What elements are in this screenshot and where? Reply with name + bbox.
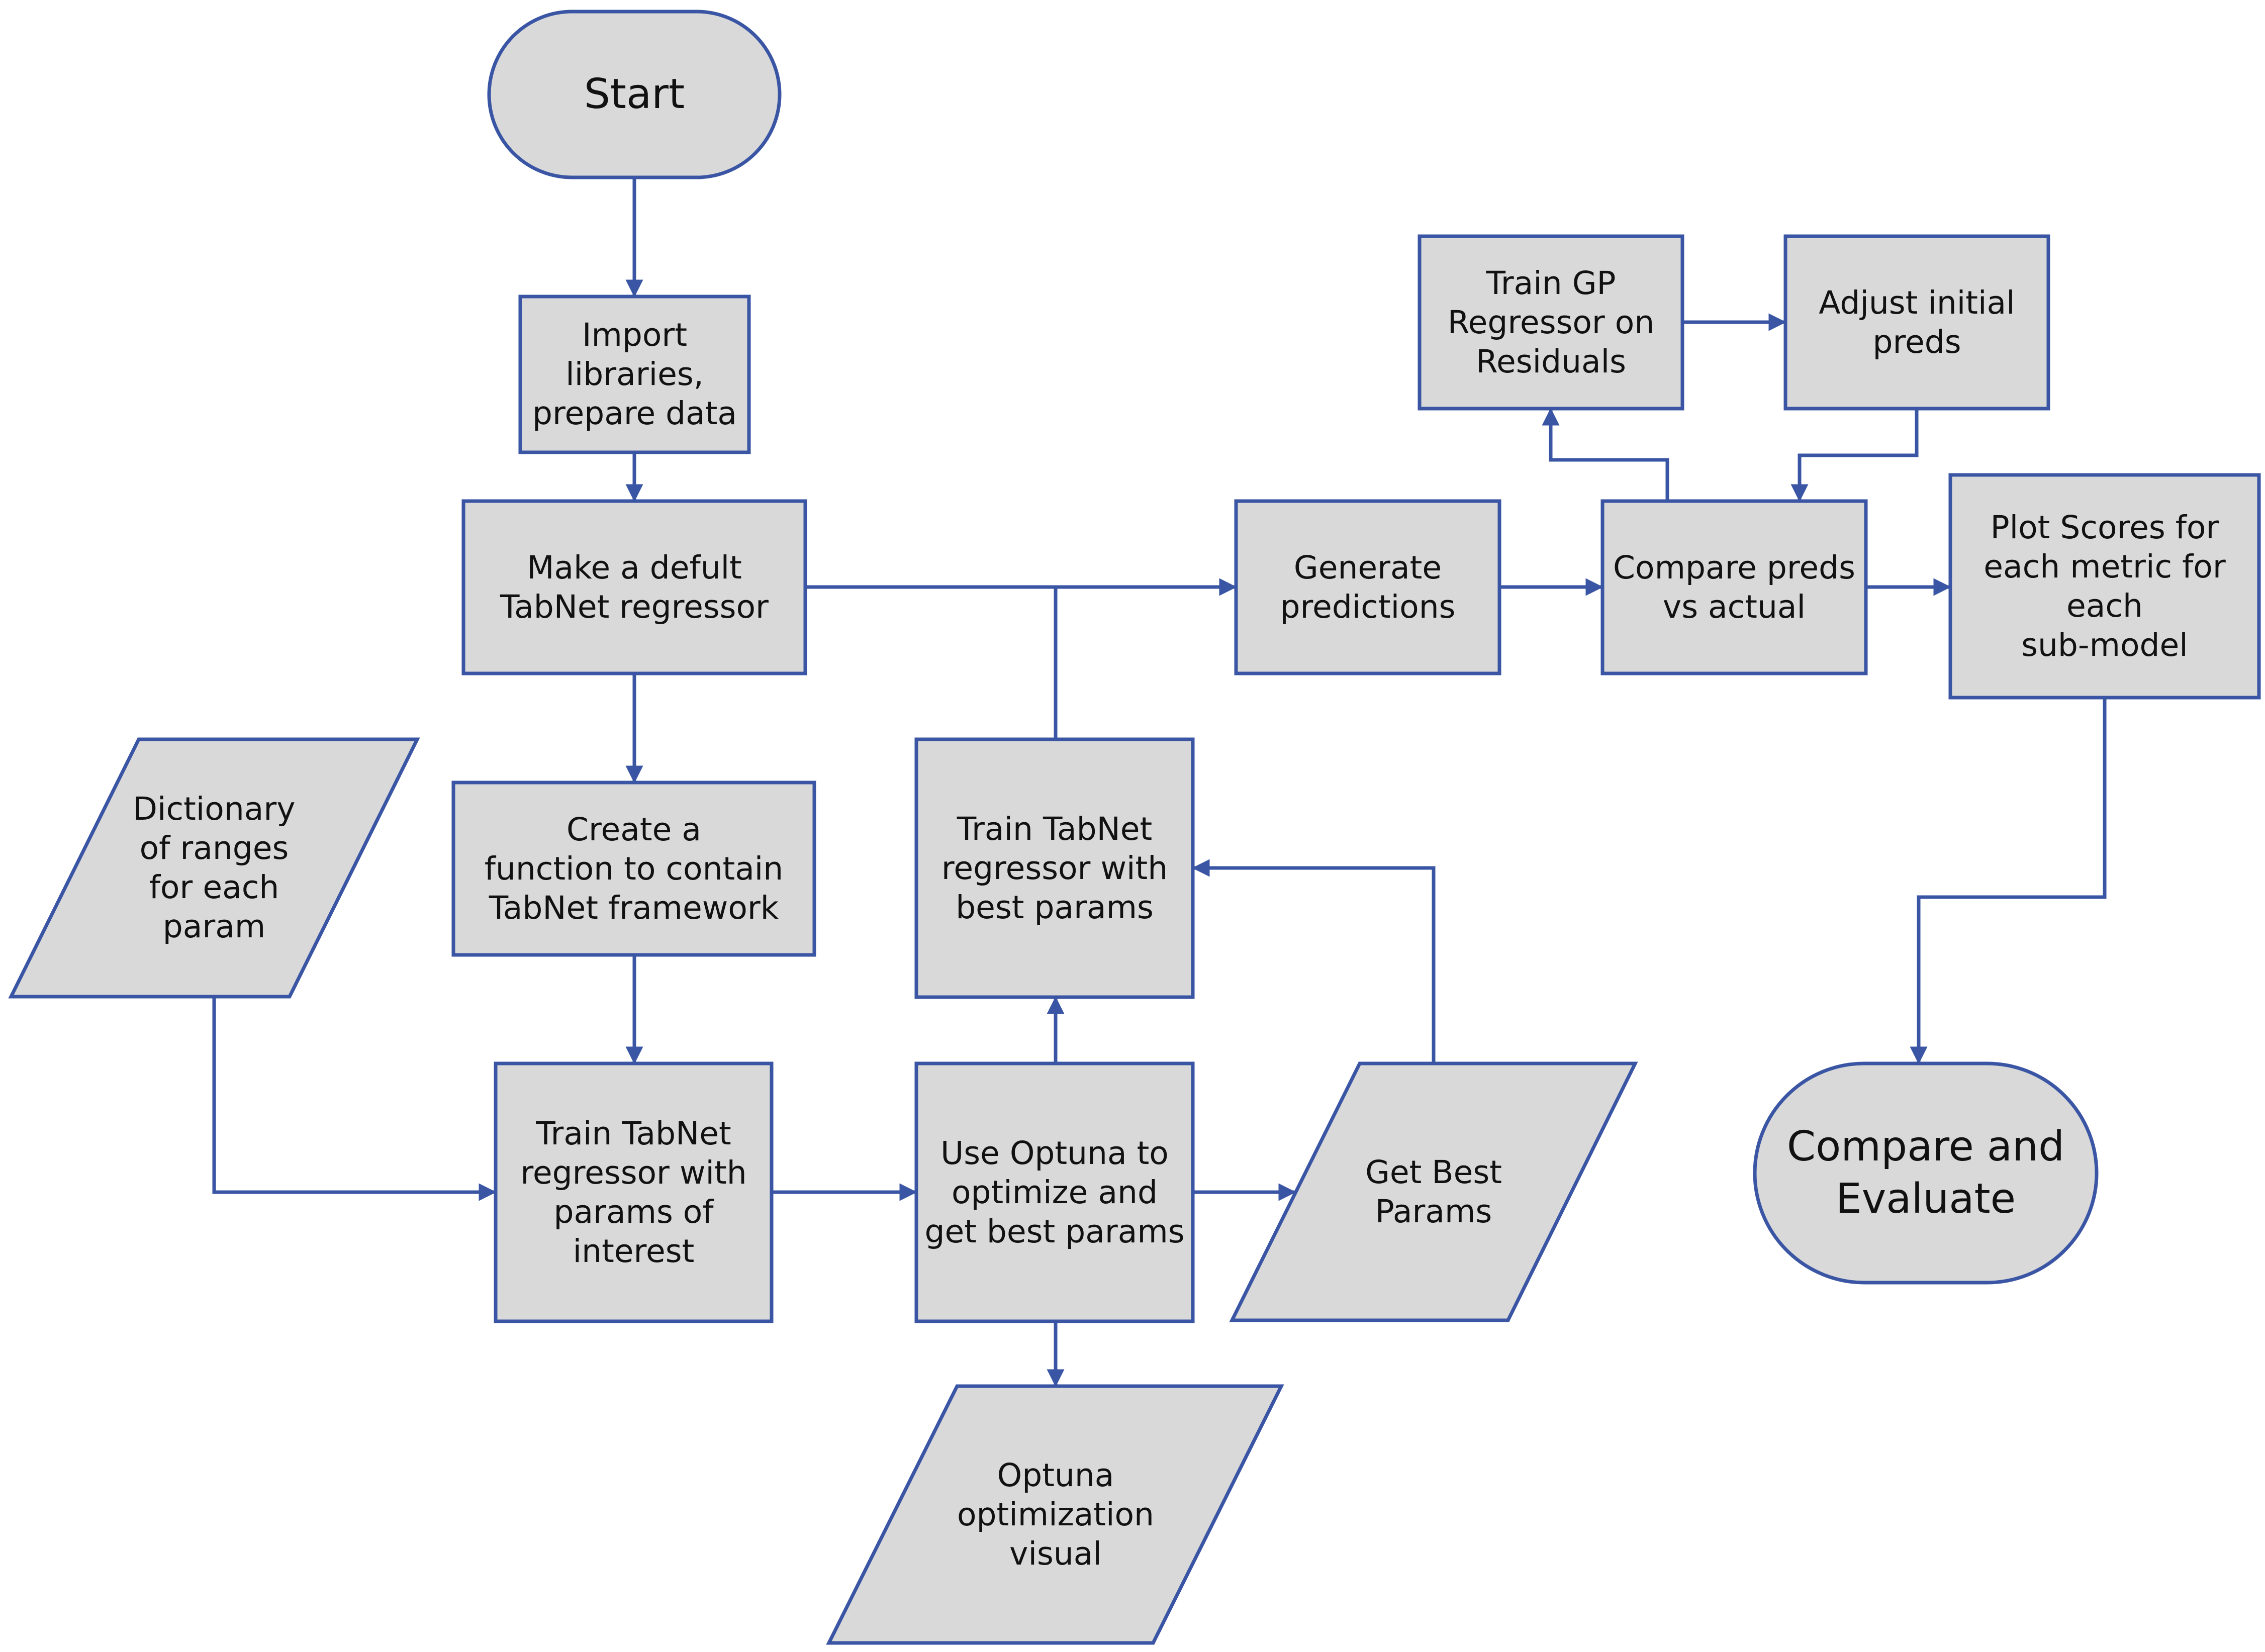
plot-scores-label: Plot Scores for each metric for each sub… — [1984, 509, 2226, 663]
compare-evaluate-label: Compare and Evaluate — [1786, 1123, 2065, 1223]
create-function-label: Create a function to contain TabNet fram… — [484, 811, 784, 926]
best-params-label: Get Best Params — [1365, 1153, 1502, 1230]
edge-adjust-compare — [1790, 409, 1919, 502]
optuna-visual-parallelogram — [826, 1384, 1284, 1645]
start-label: Start — [584, 70, 685, 118]
train-gp-box — [1418, 234, 1684, 411]
edge-best-params-train-best — [1192, 859, 1436, 1063]
compare-preds-label: Compare preds vs actual — [1613, 549, 1855, 625]
import-box — [518, 295, 751, 454]
adjust-box — [1783, 234, 2050, 411]
default-regressor-label: Make a defult TabNet regressor — [500, 549, 769, 625]
adjust-label: Adjust initial preds — [1819, 284, 2015, 360]
dictionary-ranges-label: Dictionary of ranges for each param — [133, 791, 296, 945]
dictionary-ranges-parallelogram — [8, 737, 420, 999]
train-best-label: Train TabNet regressor with best params — [941, 810, 1168, 926]
generate-box — [1234, 499, 1501, 675]
create-function-box — [451, 781, 816, 957]
edge-dict-train-interest — [212, 997, 497, 1201]
edge-compare-train-gp — [1542, 408, 1669, 501]
import-label: Import libraries, prepare data — [532, 317, 737, 432]
optuna-label: Use Optuna to optimize and get best para… — [924, 1134, 1185, 1250]
generate-label: Generate predictions — [1280, 549, 1456, 625]
edge-plot-compare-evaluate — [1910, 698, 2107, 1064]
train-gp-label: Train GP Regressor on Residuals — [1447, 264, 1655, 380]
plot-scores-box — [1948, 473, 2261, 700]
optuna-visual-label: Optuna optimization visual — [957, 1456, 1154, 1572]
best-params-parallelogram — [1229, 1061, 1638, 1322]
train-interest-label: Train TabNet regressor with params of in… — [520, 1115, 747, 1270]
